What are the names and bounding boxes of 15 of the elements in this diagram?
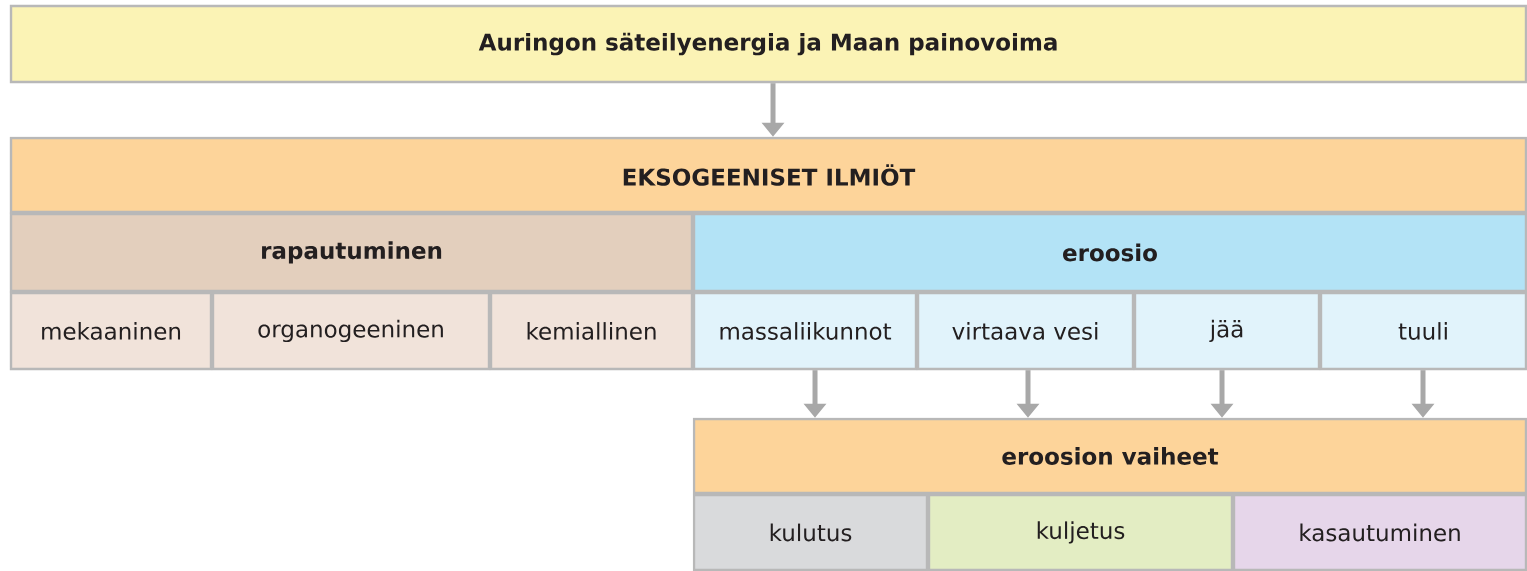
type-cell: mekaaninen xyxy=(9,291,213,371)
header-band: eroosion vaiheet xyxy=(692,417,1527,495)
stage-cell: kasautuminen xyxy=(1232,493,1527,571)
header-band: EKSOGEENISET ILMIÖT xyxy=(9,136,1527,214)
category-cell: rapautuminen xyxy=(9,212,694,293)
agent-cell: virtaava vesi xyxy=(916,291,1135,371)
category-cell: eroosio xyxy=(692,212,1527,293)
stage-cell: kuljetus xyxy=(927,493,1234,571)
agent-cell: jää xyxy=(1133,291,1321,371)
agent-cell: massaliikunnot xyxy=(692,291,918,371)
agent-cell: tuuli xyxy=(1319,291,1527,371)
stage-cell: kulutus xyxy=(692,493,929,571)
type-cell: organogeeninen xyxy=(211,291,491,371)
source-box: Auringon säteilyenergia ja Maan painovoima xyxy=(9,4,1527,84)
type-cell: kemiallinen xyxy=(489,291,694,371)
